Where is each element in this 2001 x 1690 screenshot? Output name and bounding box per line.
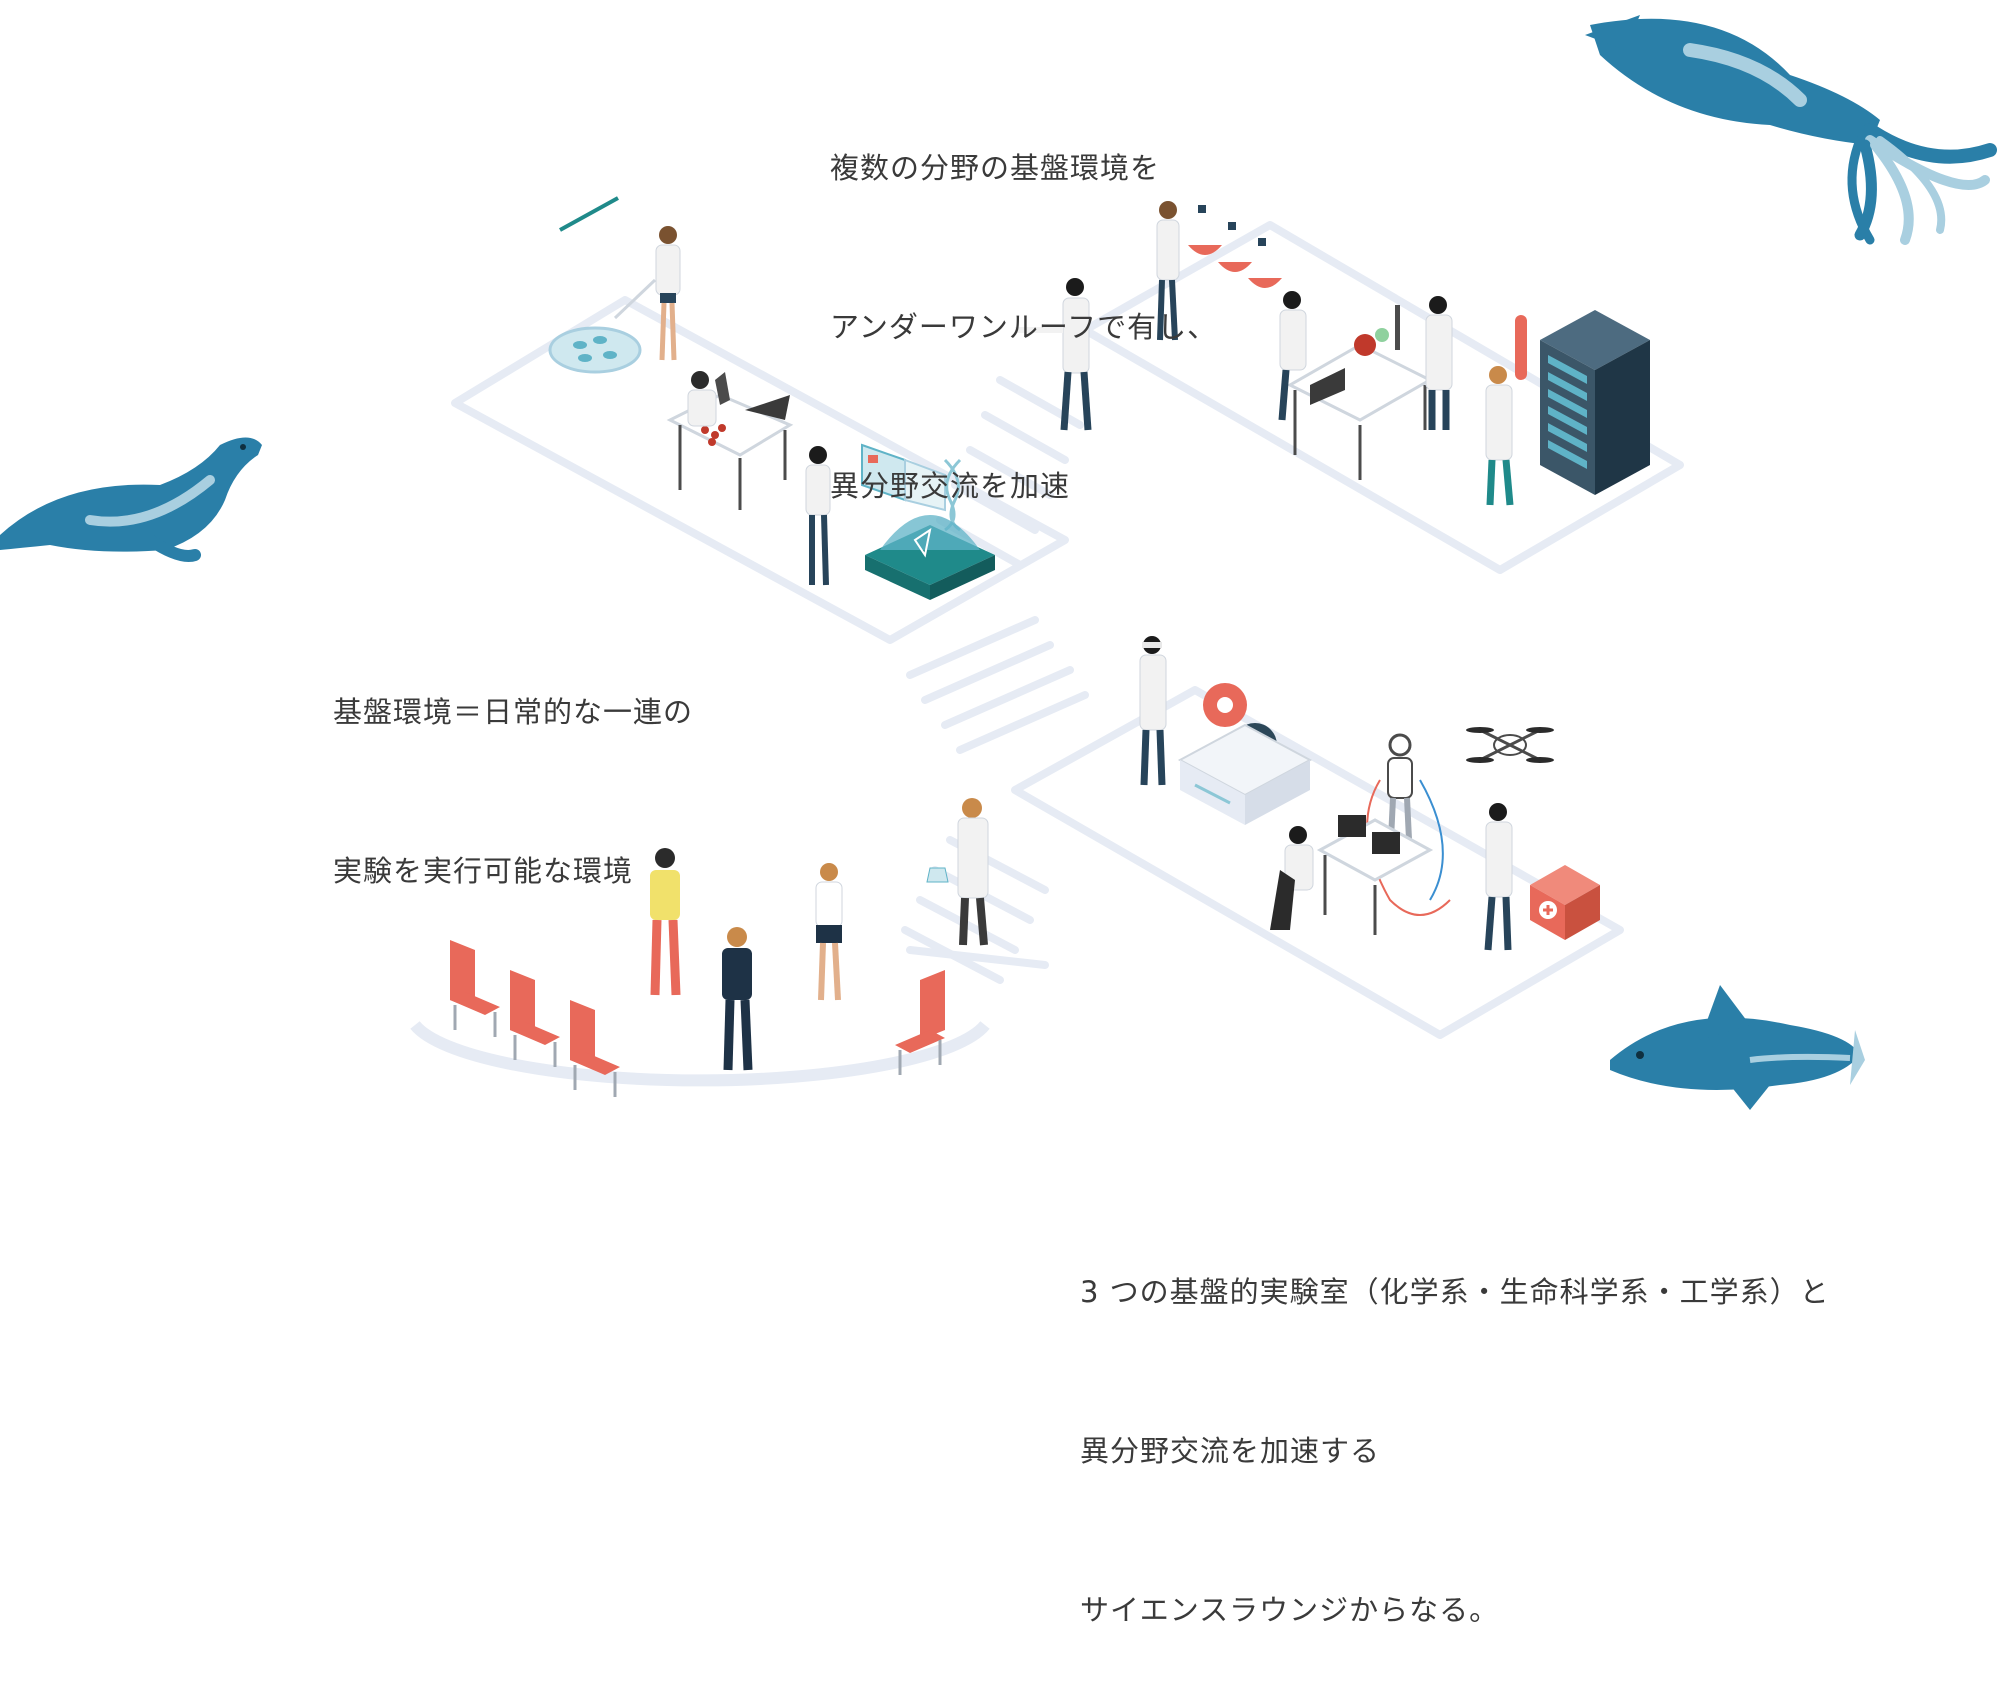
caption-bottom-line: サイエンスラウンジからなる。 xyxy=(1080,1593,1500,1627)
lab-bench xyxy=(1286,305,1434,480)
caption-bottom: 3 つの基盤的実験室（化学系・生命科学系・工学系）と 異分野交流を加速する サイ… xyxy=(1080,1160,1830,1690)
seal-icon xyxy=(0,437,262,562)
platform-engineering xyxy=(1011,686,1624,1039)
brain-scanner xyxy=(865,515,995,600)
scientist-figure xyxy=(613,226,681,361)
caption-bottom-line: 3 つの基盤的実験室（化学系・生命科学系・工学系）と xyxy=(1080,1275,1830,1309)
petri-dish-icon xyxy=(548,326,642,374)
first-aid-kit-icon xyxy=(1530,865,1600,940)
caption-left: 基盤環境＝日常的な一連の 実験を実行可能な環境 xyxy=(333,580,693,951)
caption-top: 複数の分野の基盤環境を アンダーワンルーフで有し、 異分野交流を加速 xyxy=(830,36,1217,566)
engineer-seated xyxy=(1270,826,1314,930)
scientist-with-flask xyxy=(1278,291,1307,421)
drone-icon xyxy=(1466,727,1554,763)
holographic-display xyxy=(861,443,946,512)
chair-icon xyxy=(510,970,560,1067)
caption-left-line: 実験を実行可能な環境 xyxy=(333,854,634,888)
squid-icon xyxy=(1585,15,1997,245)
server-icon xyxy=(1540,310,1650,495)
chair-icon xyxy=(450,940,500,1037)
scientist-holo xyxy=(805,446,831,586)
caption-top-line: 複数の分野の基盤環境を xyxy=(830,151,1161,185)
robot-icon xyxy=(1366,733,1451,916)
scientist-lounge xyxy=(926,798,989,946)
scientist-bench-right xyxy=(1425,296,1453,430)
person-yellow xyxy=(650,848,681,996)
chair-icon xyxy=(895,970,945,1075)
computer-desk xyxy=(1316,815,1434,935)
platform-science-lounge xyxy=(410,1021,990,1087)
person-woman xyxy=(815,863,843,1001)
microscope-desk xyxy=(666,371,794,510)
engineer-standing xyxy=(1484,803,1513,951)
scientist-pointing xyxy=(1015,278,1092,431)
caption-bottom-line: 異分野交流を加速する xyxy=(1080,1434,1381,1468)
bowls xyxy=(1188,205,1282,288)
scientist-woman xyxy=(1156,201,1180,341)
decorative-line xyxy=(559,196,619,232)
caption-top-line: 異分野交流を加速 xyxy=(830,469,1071,503)
chair-icon xyxy=(570,1000,620,1097)
person-navy xyxy=(722,927,753,1071)
coelacanth-icon xyxy=(1610,985,1865,1110)
caption-top-line: アンダーワンルーフで有し、 xyxy=(830,310,1218,344)
scientist-server xyxy=(1485,366,1514,506)
caption-left-line: 基盤環境＝日常的な一連の xyxy=(333,695,694,729)
scientist-vr xyxy=(1139,636,1167,786)
isometric-lab-scene xyxy=(0,15,1997,1110)
test-tube xyxy=(1515,315,1527,380)
control-box xyxy=(1177,723,1313,825)
